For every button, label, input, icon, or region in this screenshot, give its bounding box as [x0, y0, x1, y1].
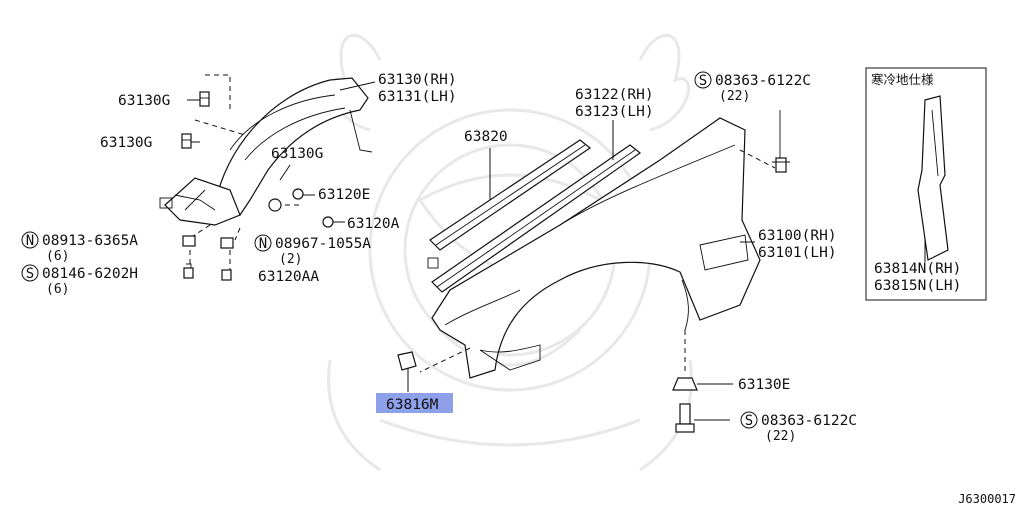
label-bolt-bottom-qty: (22)	[765, 429, 796, 444]
prefix-circle-s-bolt-top: S	[694, 71, 712, 89]
label-seal[interactable]: 63820	[464, 129, 508, 145]
bolt-top-icon	[772, 110, 790, 173]
clip-e-icon	[672, 377, 733, 391]
grommet-icon	[268, 188, 334, 228]
prefix-circle-n1: N	[21, 231, 39, 249]
label-clip-g-inner[interactable]: 63130G	[271, 146, 323, 162]
label-pad-highlighted[interactable]: 63816M	[386, 397, 439, 413]
clip-g-mid-icon	[181, 133, 192, 149]
label-nut-n1-qty: (6)	[46, 249, 69, 264]
label-bolt-top[interactable]: 08363-6122C	[715, 73, 811, 89]
label-cold-spec-title: 寒冷地仕様	[871, 72, 934, 87]
label-cold-lh[interactable]: 63815N(LH)	[874, 278, 961, 294]
label-nut-n2-qty: (2)	[279, 252, 302, 267]
label-nut-n2[interactable]: 08967-1055A	[275, 236, 371, 252]
bolt-bottom-icon	[675, 403, 730, 433]
nut-icon	[182, 235, 234, 249]
label-strip-rh[interactable]: 63122(RH)	[575, 87, 654, 103]
label-bolt-top-qty: (22)	[719, 89, 750, 104]
label-clip-e[interactable]: 63130E	[738, 377, 790, 393]
label-grommet-e[interactable]: 63120E	[318, 187, 370, 203]
seal-leaders	[489, 120, 614, 200]
svg-text:S: S	[745, 413, 753, 429]
label-fender-lh[interactable]: 63101(LH)	[758, 245, 837, 261]
prefix-circle-s-bolt-bottom: S	[740, 411, 758, 429]
label-liner-lh[interactable]: 63131(LH)	[378, 89, 457, 105]
svg-text:S: S	[26, 266, 34, 282]
label-screw-s1[interactable]: 08146-6202H	[42, 266, 138, 282]
highlight-box	[376, 393, 453, 413]
label-liner-rh[interactable]: 63130(RH)	[378, 72, 457, 88]
prefix-circle-s1: S	[21, 264, 39, 282]
label-screw-s1-qty: (6)	[46, 282, 69, 297]
label-nut-n1[interactable]: 08913-6365A	[42, 233, 138, 249]
fender-leaders	[407, 149, 776, 392]
liner-leaders	[187, 74, 376, 270]
label-clip-g-mid[interactable]: 63130G	[100, 135, 152, 151]
svg-text:N: N	[259, 236, 267, 252]
label-strip-lh[interactable]: 63123(LH)	[575, 104, 654, 120]
label-grommet-aa[interactable]: 63120AA	[258, 269, 319, 285]
label-fender-rh[interactable]: 63100(RH)	[758, 228, 837, 244]
label-cold-rh[interactable]: 63814N(RH)	[874, 261, 961, 277]
clip-g-top-icon	[199, 91, 210, 107]
svg-text:N: N	[26, 233, 34, 249]
svg-text:S: S	[699, 73, 707, 89]
diagram-reference: J6300017	[958, 492, 1016, 506]
pad-icon	[397, 351, 417, 371]
front-fender-drawing	[431, 117, 761, 379]
label-bolt-bottom[interactable]: 08363-6122C	[761, 413, 857, 429]
label-clip-g-top[interactable]: 63130G	[118, 93, 170, 109]
prefix-circle-n2: N	[254, 234, 272, 252]
seal-strip-drawing	[427, 139, 641, 293]
screw-icon	[183, 263, 232, 281]
cold-spec-box	[865, 67, 987, 301]
label-grommet-a[interactable]: 63120A	[347, 216, 400, 232]
fender-liner-drawing	[159, 77, 373, 226]
